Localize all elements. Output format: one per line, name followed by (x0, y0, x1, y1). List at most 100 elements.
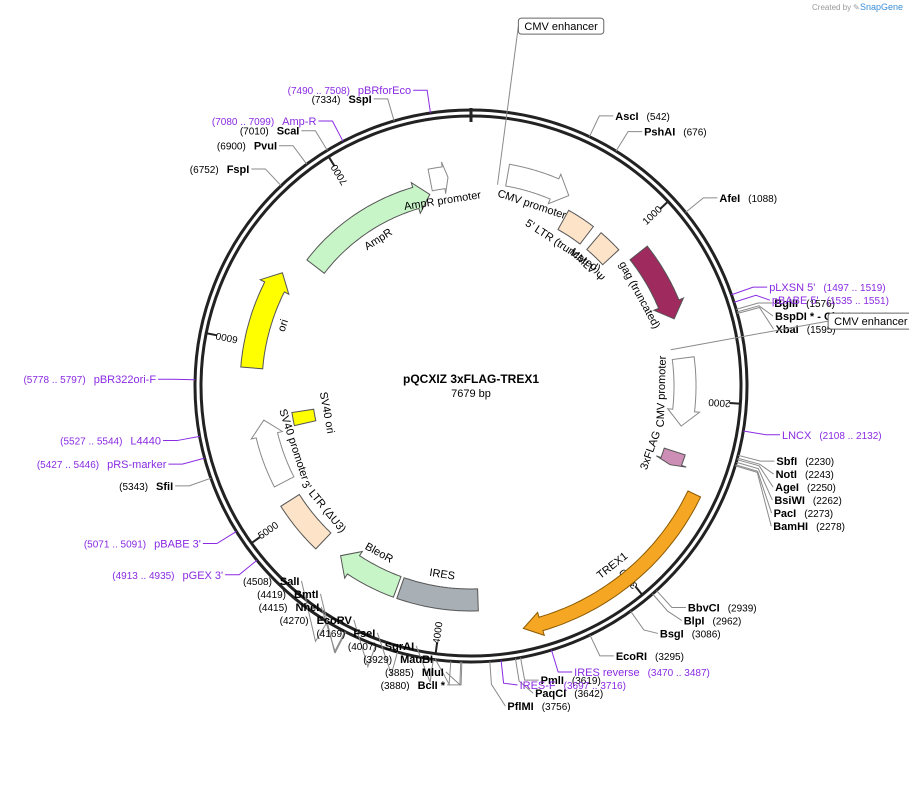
enzyme-site-agei[interactable]: AgeI(2250) (775, 482, 836, 494)
enzyme-site-mlui[interactable]: MluI(3885) (385, 667, 444, 679)
feature-bleor-8[interactable]: BleoR (340, 541, 402, 598)
feature-shape-bleor[interactable] (340, 550, 402, 598)
feature-label-ires: IRES (429, 567, 456, 583)
primer-position: (5778 .. 5797) (23, 375, 85, 386)
feature-shape-ampr[interactable] (306, 181, 431, 274)
feature-shape-trex1[interactable] (522, 490, 702, 637)
primer-leader-pgex-3 (225, 559, 258, 576)
feature-ampr-13[interactable]: AmpR (306, 181, 431, 274)
enzyme-site-bglii[interactable]: BglII(1576) (774, 298, 835, 310)
feature-shape-cmv-promoter[interactable] (505, 163, 570, 205)
enzyme-position: (3642) (574, 689, 603, 700)
enzyme-site-sspi[interactable]: SspI(7334) (312, 94, 372, 106)
callout-cmv-enhancer-1[interactable]: CMV enhancer (670, 312, 909, 351)
feature-shape-gag-truncated[interactable] (629, 245, 685, 320)
enzyme-site-blpi[interactable]: BlpI(2962) (684, 615, 742, 627)
feature-3-ltr-u3-9[interactable]: 3' LTR (ΔU3) (280, 479, 348, 550)
enzyme-position: (2243) (805, 470, 834, 481)
enzyme-site-pflmi[interactable]: PflMI(3756) (507, 701, 570, 713)
tick-mark-5000 (251, 535, 261, 544)
enzyme-site-paqci[interactable]: PaqCI (3642) (535, 688, 603, 700)
enzyme-site-bamhi[interactable]: BamHI(2278) (773, 521, 845, 533)
primer-site-l4440[interactable]: L4440(5527 .. 5544) (60, 436, 161, 448)
primer-position: (1497 .. 1519) (823, 283, 885, 294)
primer-site-ires-reverse[interactable]: IRES reverse(3470 .. 3487) (574, 667, 710, 679)
feature-label-ori: ori (276, 318, 291, 333)
feature-3xflag-5[interactable]: 3xFLAG (638, 429, 687, 471)
enzyme-site-scai[interactable]: ScaI(7010) (240, 126, 300, 138)
primer-name: pBRforEco (358, 85, 411, 97)
enzyme-site-asci[interactable]: AscI(542) (615, 111, 670, 123)
enzyme-site-sfii[interactable]: SfiI(5343) (119, 481, 173, 493)
enzyme-site-bsgi[interactable]: BsgI(3086) (660, 628, 721, 640)
enzyme-name: ScaI (277, 126, 300, 138)
callout-cmv-enhancer-0[interactable]: CMV enhancer (497, 17, 605, 185)
enzyme-site-paci[interactable]: PacI (2273) (774, 508, 834, 520)
feature-ori-12[interactable]: ori (240, 272, 291, 370)
enzyme-site-fspi[interactable]: FspI(6752) (190, 164, 250, 176)
enzyme-site-sali[interactable]: SalI(4508) (243, 576, 299, 588)
enzyme-site-ecori[interactable]: EcoRI(3295) (616, 651, 684, 663)
enzyme-site-nhei[interactable]: NheI(4415) (259, 602, 320, 614)
enzyme-site-maubi[interactable]: MauBI(3929) (363, 654, 433, 666)
enzyme-leader-bbvci (656, 590, 686, 608)
primer-position: (2108 .. 2132) (819, 431, 881, 442)
feature-shape-sv40-promoter[interactable] (250, 419, 295, 488)
feature-shape-ampr-promoter[interactable] (427, 161, 449, 194)
enzyme-site-afei[interactable]: AfeI(1088) (719, 193, 777, 205)
enzyme-site-bmti[interactable]: BmtI(4419) (257, 589, 318, 601)
enzyme-site-pmli[interactable]: PmlI(3619) (541, 675, 601, 687)
feature-shape-sv40-ori[interactable] (291, 408, 317, 427)
enzyme-name: PacI (774, 508, 797, 520)
feature-shape-mmlv[interactable] (586, 231, 620, 266)
primer-site-amp-r[interactable]: Amp-R(7080 .. 7099) (212, 116, 317, 128)
primer-site-pgex-3[interactable]: pGEX 3'(4913 .. 4935) (112, 570, 223, 582)
credit: Created by ✎ SnapGene (812, 2, 903, 12)
feature-shape-3-ltr-u3[interactable] (280, 493, 332, 550)
enzyme-site-xbai[interactable]: XbaI(1595) (776, 324, 836, 336)
enzyme-position: (3086) (692, 629, 721, 640)
enzyme-site-bbvci[interactable]: BbvCI(2939) (688, 602, 757, 614)
feature-sv40-ori-11[interactable]: SV40 ori (291, 391, 336, 435)
enzyme-name: BsiWI (774, 495, 805, 507)
enzyme-site-pvui[interactable]: PvuI(6900) (217, 141, 277, 153)
enzyme-position: (2273) (804, 509, 833, 520)
enzyme-name: EcoRI (616, 651, 647, 663)
enzyme-position: (2962) (712, 616, 741, 627)
tick-label-5000: 5000 (256, 520, 281, 542)
primer-site-ires-f[interactable]: IRES-F(3697 .. 3716) (520, 680, 626, 692)
enzyme-leader-pmli (520, 657, 539, 681)
callout-label: CMV enhancer (834, 316, 908, 328)
enzyme-name: PaqCI (535, 688, 566, 700)
primer-site-pbr322ori-f[interactable]: pBR322ori-F(5778 .. 5797) (23, 374, 156, 386)
feature-shape-ires[interactable] (396, 577, 479, 612)
feature-shape-5-ltr-truncated[interactable] (557, 209, 595, 245)
primer-site-pbrforeco[interactable]: pBRforEco(7490 .. 7508) (288, 85, 411, 97)
primer-name: pGEX 3' (183, 570, 224, 582)
feature-gag-truncated-3[interactable]: gag (truncated) (616, 245, 685, 331)
enzyme-name: FspI (227, 164, 250, 176)
feature-cmv-promoter-0[interactable]: CMV promoter (496, 163, 570, 222)
primer-site-pbabe-3[interactable]: pBABE 3'(5071 .. 5091) (84, 539, 201, 551)
primer-leader-pbrforeco (413, 89, 431, 114)
primer-site-prs-marker[interactable]: pRS-marker(5427 .. 5446) (37, 459, 167, 471)
feature-shape-ori[interactable] (240, 272, 290, 370)
enzyme-site-sbfi[interactable]: SbfI(2230) (776, 456, 834, 468)
enzyme-site-fsei[interactable]: FseI(4169) (316, 628, 375, 640)
enzyme-site-ecorv[interactable]: EcoRV(4270) (280, 615, 353, 627)
enzyme-site-sgrai[interactable]: SgrAI(4007) (348, 641, 414, 653)
enzyme-site-pshai[interactable]: PshAI(676) (644, 127, 707, 139)
feature-ires-7[interactable]: IRES (396, 567, 479, 612)
enzyme-site-noti[interactable]: NotI (2243) (776, 469, 834, 481)
enzyme-name: NotI (776, 469, 797, 481)
feature-shape-cmv-promoter[interactable] (666, 356, 701, 427)
primer-site-plxsn-5[interactable]: pLXSN 5'(1497 .. 1519) (769, 282, 885, 294)
enzyme-leader-asci (588, 115, 614, 137)
feature-shape-3xflag[interactable] (656, 447, 687, 468)
feature-cmv-promoter-4[interactable]: CMV promoter (655, 355, 701, 427)
primer-site-lncx[interactable]: LNCX(2108 .. 2132) (782, 430, 882, 442)
enzyme-site-bcli[interactable]: BclI *(3880) (381, 680, 446, 692)
enzyme-site-bsiwi[interactable]: BsiWI(2262) (774, 495, 841, 507)
primer-site-pbabe-5[interactable]: pBABE 5'(1535 .. 1551) (772, 295, 889, 307)
enzyme-name: BbvCI (688, 602, 720, 614)
